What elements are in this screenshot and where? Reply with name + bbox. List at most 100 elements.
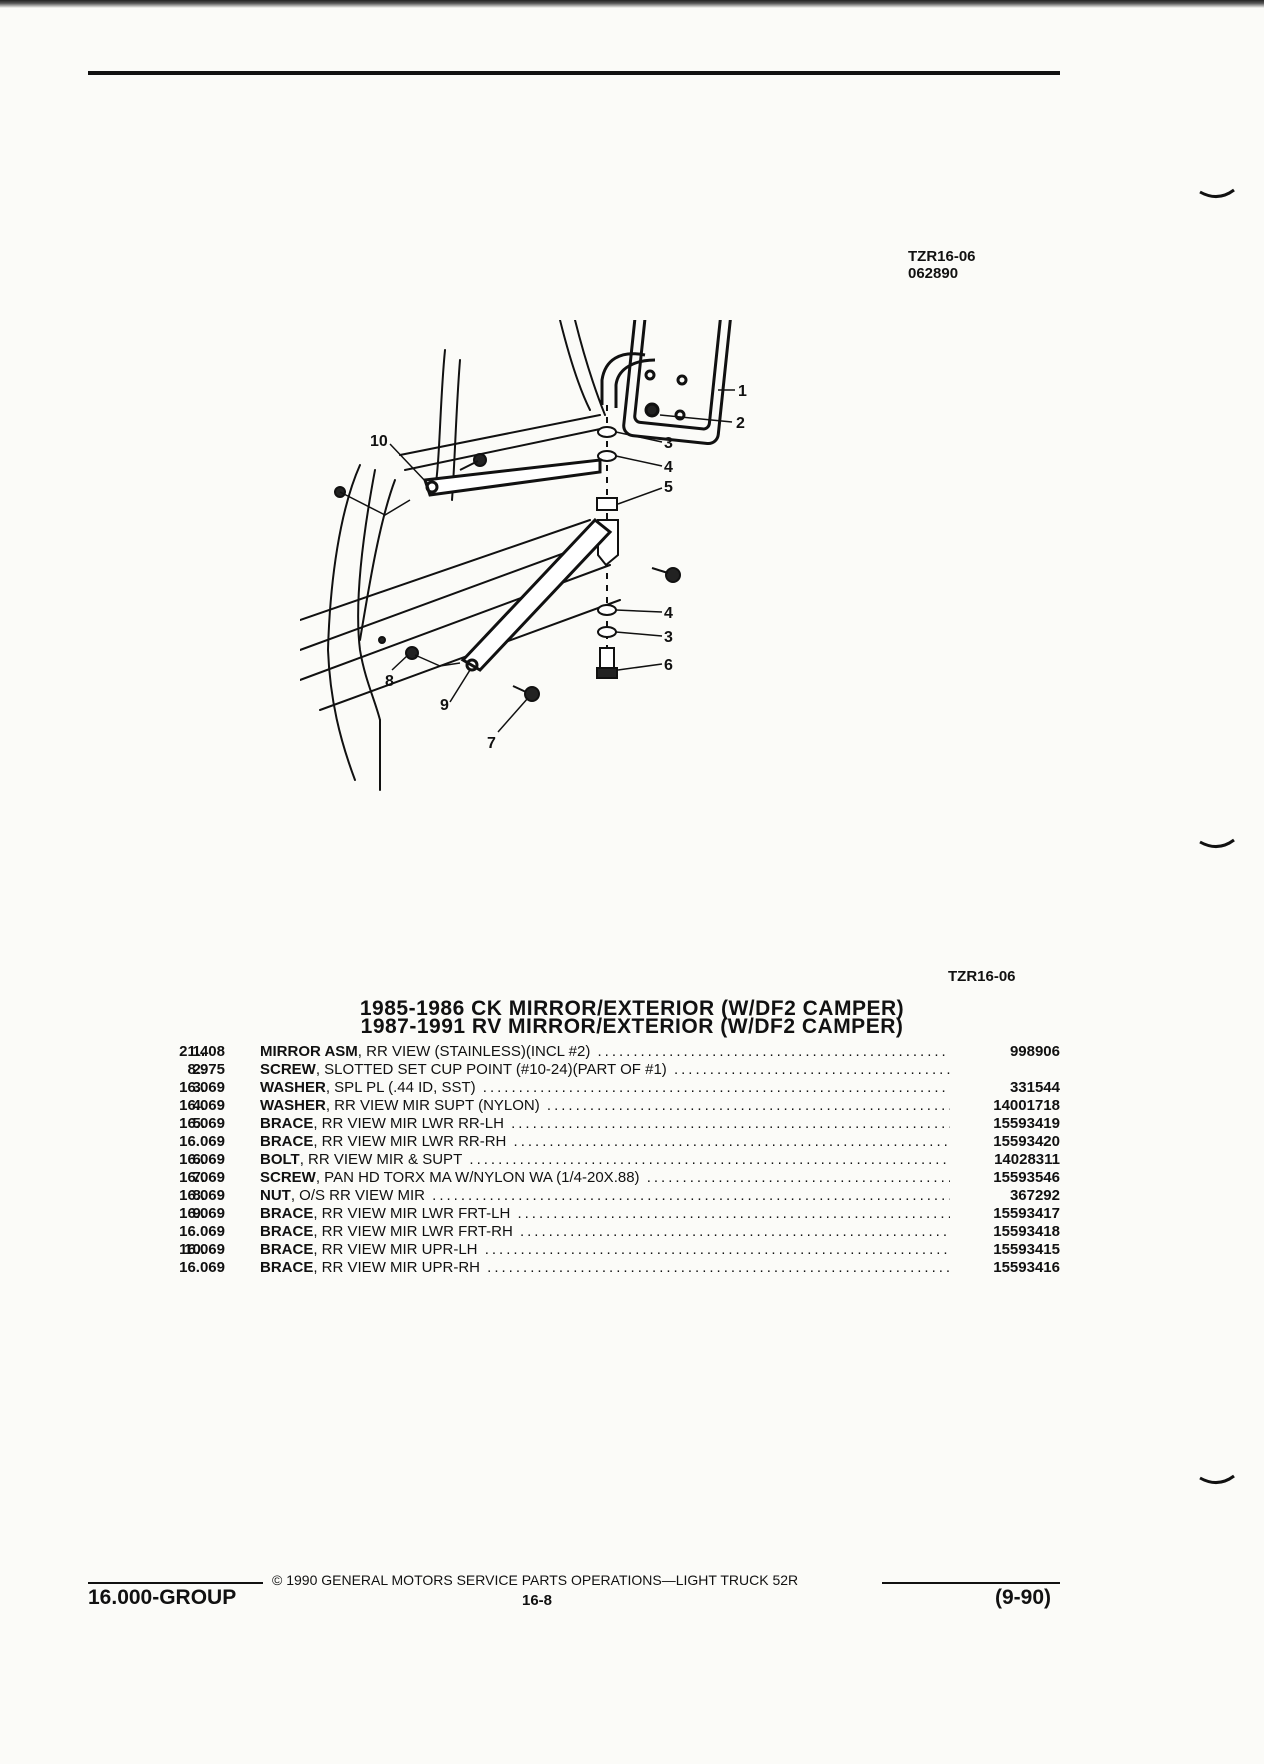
callout-3b: 3 (664, 629, 673, 646)
description: BRACE, RR VIEW MIR LWR FRT-RH ..........… (260, 1223, 950, 1241)
description: BOLT, RR VIEW MIR & SUPT ...............… (260, 1151, 950, 1169)
group-code: 8.975 (187, 1061, 225, 1078)
leader-dots: ........................................… (425, 1187, 950, 1204)
group-code: 16.069 (179, 1097, 225, 1114)
group-code: 16.069 (179, 1187, 225, 1204)
description: WASHER, RR VIEW MIR SUPT (NYLON) .......… (260, 1097, 950, 1115)
callout-6: 6 (664, 657, 673, 674)
part-detail: , RR VIEW MIR SUPT (NYLON) (325, 1097, 540, 1114)
braces (422, 458, 613, 672)
part-number: 15593420 (993, 1133, 1060, 1150)
parts-row: 8.16.069 NUT, O/S RR VIEW MIR ...........… (120, 1187, 1060, 1205)
item-number: 5. (192, 1115, 205, 1132)
part-number: 15593417 (993, 1205, 1060, 1222)
support-stack (596, 405, 619, 680)
part-number: 15593546 (993, 1169, 1060, 1186)
description: SCREW, SLOTTED SET CUP POINT (#10-24)(PA… (260, 1061, 950, 1079)
item-number: 8. (192, 1187, 205, 1204)
leader-dots: ........................................… (517, 1205, 950, 1222)
part-number: 15593416 (993, 1259, 1060, 1276)
item-number: 9. (192, 1205, 205, 1222)
description: BRACE, RR VIEW MIR LWR FRT-LH ..........… (260, 1205, 950, 1223)
parts-row: 9.16.069 BRACE, RR VIEW MIR LWR FRT-LH ..… (120, 1205, 1060, 1223)
group-code: 16.069 (179, 1133, 225, 1150)
section-title-1: 1985-1986 CK MIRROR/EXTERIOR (W/DF2 CAMP… (359, 997, 905, 1020)
part-name: BRACE (260, 1259, 314, 1276)
fasteners (334, 453, 681, 702)
item-number: 4. (192, 1097, 205, 1114)
description: BRACE, RR VIEW MIR UPR-RH ..............… (260, 1259, 950, 1277)
parts-row: 2.8.975 SCREW, SLOTTED SET CUP POINT (#10… (120, 1061, 1060, 1079)
description: SCREW, PAN HD TORX MA W/NYLON WA (1/4-20… (260, 1169, 950, 1187)
top-rule (88, 71, 1060, 75)
group-code: 16.069 (179, 1079, 225, 1096)
part-name: WASHER (260, 1097, 326, 1114)
part-detail: , RR VIEW MIR LWR FRT-RH (313, 1223, 513, 1240)
ref-code-bottom: TZR16-06 (948, 968, 1016, 985)
part-name: BRACE (260, 1223, 314, 1240)
part-name: NUT (260, 1187, 291, 1204)
leader-dots: ........................................… (673, 1061, 950, 1078)
description: BRACE, RR VIEW MIR LWR RR-LH ...........… (260, 1115, 950, 1133)
part-name: MIRROR ASM (260, 1043, 358, 1060)
scan-edge (0, 0, 1264, 8)
part-number: 331544 (1009, 1079, 1060, 1096)
binding-mark (1199, 838, 1235, 848)
part-detail: , SPL PL (.44 ID, SST) (325, 1079, 476, 1096)
footer-rule-left (88, 1582, 263, 1584)
leader-dots: ........................................… (519, 1223, 950, 1240)
mirror-head (600, 320, 733, 446)
group-code: 16.069 (179, 1205, 225, 1222)
item-number: 2. (192, 1061, 205, 1078)
mirror-assembly-diagram: 1 2 3 4 5 4 3 6 7 8 9 10 (300, 320, 747, 791)
part-name: BRACE (260, 1205, 314, 1222)
part-name: BRACE (260, 1115, 314, 1132)
part-detail: , PAN HD TORX MA W/NYLON WA (1/4-20X.88) (315, 1169, 640, 1186)
group-code: 21.408 (179, 1043, 225, 1060)
group-code: 16.069 (179, 1169, 225, 1186)
callout-7: 7 (487, 735, 496, 752)
group-code: 16.069 (179, 1241, 225, 1258)
parts-row: 1.21.408 MIRROR ASM, RR VIEW (STAINLESS)(… (120, 1043, 1060, 1061)
part-number: 14001718 (993, 1097, 1060, 1114)
item-number: 6. (192, 1151, 205, 1168)
part-detail: , RR VIEW MIR LWR RR-RH (313, 1133, 507, 1150)
part-detail: , RR VIEW MIR LWR RR-LH (313, 1115, 504, 1132)
leader-dots: ........................................… (487, 1259, 950, 1276)
item-number: 10. (184, 1241, 205, 1258)
leader-dots: ........................................… (546, 1097, 950, 1114)
part-detail: , RR VIEW (STAINLESS)(INCL #2) (357, 1043, 591, 1060)
part-detail: , RR VIEW MIR UPR-RH (313, 1259, 481, 1276)
footer-rule-right (882, 1582, 1060, 1584)
part-name: SCREW (260, 1061, 316, 1078)
part-name: SCREW (260, 1169, 316, 1186)
footer-copyright: © 1990 GENERAL MOTORS SERVICE PARTS OPER… (272, 1572, 799, 1588)
callout-1: 1 (738, 383, 747, 400)
binding-mark (1199, 1474, 1235, 1484)
part-name: WASHER (260, 1079, 326, 1096)
leader-dots: ........................................… (511, 1115, 950, 1132)
callout-4: 4 (664, 459, 673, 476)
part-name: BRACE (260, 1241, 314, 1258)
description: NUT, O/S RR VIEW MIR ...................… (260, 1187, 950, 1205)
item-number: 3. (192, 1079, 205, 1096)
ref-code: TZR16-06 (908, 248, 976, 265)
leader-dots: ........................................… (597, 1043, 950, 1060)
callout-9: 9 (440, 697, 449, 714)
item-number: 1. (192, 1043, 205, 1060)
description: MIRROR ASM, RR VIEW (STAINLESS)(INCL #2)… (260, 1043, 950, 1061)
callout-8: 8 (385, 673, 394, 690)
part-detail: , SLOTTED SET CUP POINT (#10-24)(PART OF… (315, 1061, 667, 1078)
part-number: 15593415 (993, 1241, 1060, 1258)
part-name: BOLT (260, 1151, 300, 1168)
binding-mark (1199, 188, 1235, 198)
leader-dots: ........................................… (513, 1133, 950, 1150)
part-number: 998906 (1009, 1043, 1060, 1060)
part-number: 15593419 (993, 1115, 1060, 1132)
